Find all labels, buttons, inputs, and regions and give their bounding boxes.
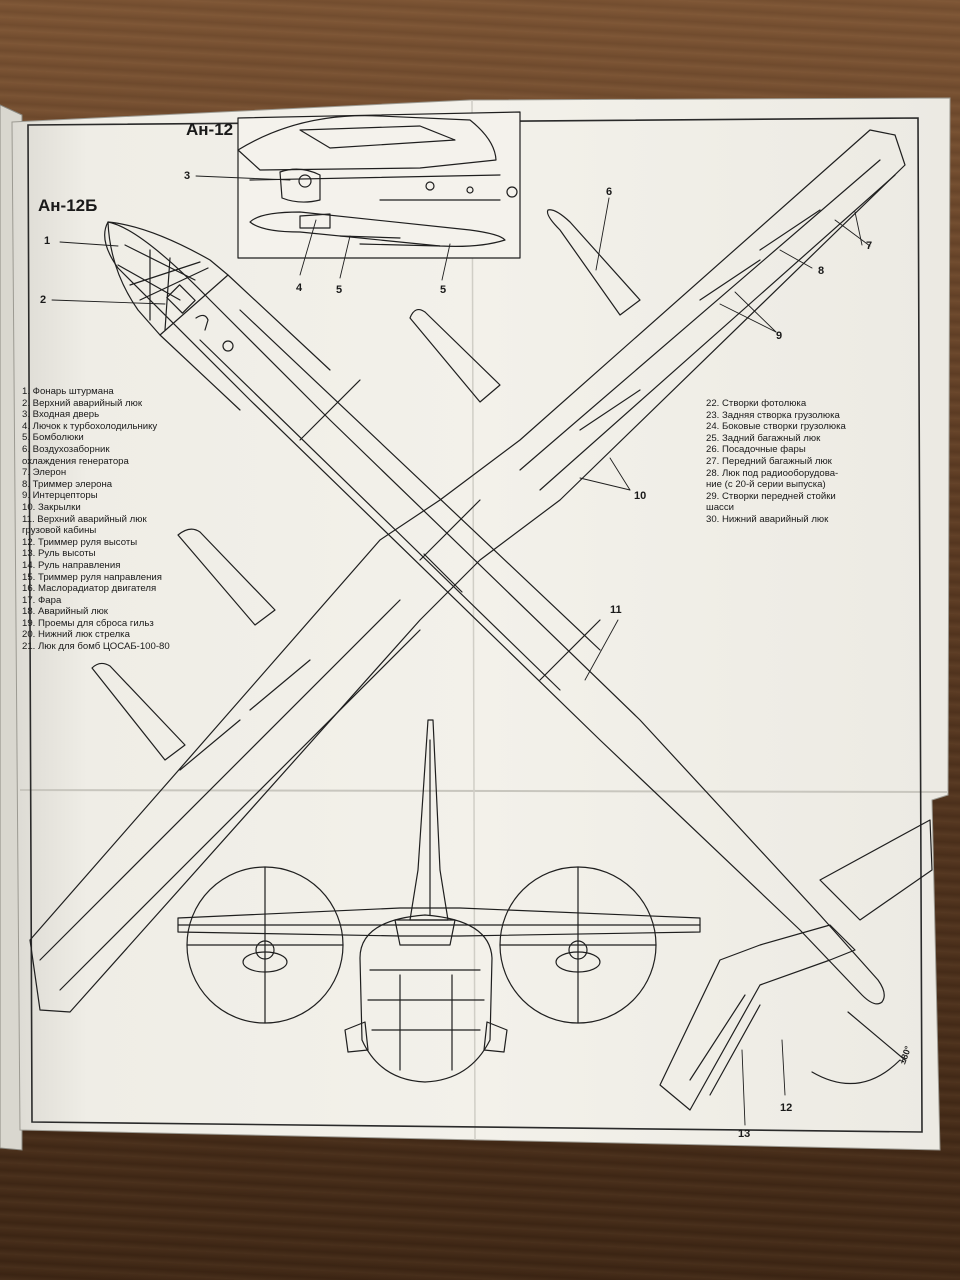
legend-left: 1. Фонарь штурмана 2. Верхний аварийный … xyxy=(22,386,170,653)
an12-inset-view xyxy=(237,111,521,259)
title-an12b: Ан-12Б xyxy=(38,196,98,215)
legend-item: 21. Люк для бомб ЦОСАБ-100-80 xyxy=(22,641,170,653)
legend-item: 9. Интерцепторы xyxy=(22,490,98,502)
legend-item: 3. Входная дверь xyxy=(22,409,100,421)
legend-item: 14. Руль направления xyxy=(22,559,121,571)
legend-item: ние (с 20-й серии выпуска) xyxy=(706,479,826,491)
legend-item: 12. Триммер руля высоты xyxy=(22,536,138,548)
legend-item: 2. Верхний аварийный люк xyxy=(22,397,143,409)
legend-item: 29. Створки передней стойки xyxy=(706,490,836,502)
legend-item: 27. Передний багажный люк xyxy=(706,455,832,467)
legend-right: 22. Створки фотолюка 23. Задняя створка … xyxy=(706,398,846,526)
title-an12: Ан-12 xyxy=(186,120,234,139)
legend-item: 23. Задняя створка грузолюка xyxy=(706,409,840,421)
legend-item: 8. Триммер элерона xyxy=(22,478,113,490)
an12-front-view xyxy=(177,719,701,1083)
angle-line xyxy=(847,1011,906,1061)
legend-item: 30. Нижний аварийный люк xyxy=(706,513,829,525)
legend-item: 26. Посадочные фары xyxy=(706,444,806,456)
legend-item: 20. Нижний люк стрелка xyxy=(22,629,130,641)
callout-11: 11 xyxy=(610,604,622,616)
callout-6: 6 xyxy=(606,186,613,198)
callout-8: 8 xyxy=(818,265,825,277)
callout-5a: 5 xyxy=(336,284,343,296)
legend-item: 24. Боковые створки грузолюка xyxy=(706,421,846,433)
legend-item: 7. Элерон xyxy=(22,467,67,479)
callout-13: 13 xyxy=(738,1128,751,1140)
legend-item: 19. Проемы для сброса гильз xyxy=(22,617,154,629)
legend-item: 1. Фонарь штурмана xyxy=(22,386,114,397)
callout-3: 3 xyxy=(184,170,191,182)
callout-4: 4 xyxy=(296,282,303,294)
callout-9: 9 xyxy=(776,330,783,342)
legend-item: 4. Лючок к турбохолодильнику xyxy=(22,420,158,432)
legend-item: 22. Створки фотолюка xyxy=(706,398,807,409)
legend-item: 11. Верхний аварийный люк xyxy=(22,513,147,525)
legend-item: 25. Задний багажный люк xyxy=(706,432,821,444)
legend-item: 6. Воздухозаборник xyxy=(22,443,110,455)
legend-item: 5. Бомболюки xyxy=(22,432,84,444)
legend-item: 18. Аварийный люк xyxy=(22,606,108,618)
legend-item: 16. Маслорадиатор двигателя xyxy=(22,583,157,595)
paper-fold xyxy=(19,789,949,793)
callout-7: 7 xyxy=(866,240,873,252)
callout-10: 10 xyxy=(634,490,647,502)
paper-center-fold xyxy=(471,99,476,1141)
callout-1: 1 xyxy=(44,235,51,247)
angle-arc xyxy=(811,1059,901,1085)
drawing-frame xyxy=(27,117,923,1133)
legend-item: грузовой кабины xyxy=(22,525,97,537)
callout-2: 2 xyxy=(40,294,47,306)
callout-12: 12 xyxy=(780,1102,793,1114)
callout-5b: 5 xyxy=(440,284,447,296)
legend-item: шасси xyxy=(706,502,734,514)
legend-item: 28. Люк под радиооборудова- xyxy=(706,467,839,479)
legend-item: 10. Закрылки xyxy=(22,501,81,513)
an12b-plan-view xyxy=(29,129,933,1111)
legend-item: 17. Фара xyxy=(22,594,62,606)
callout-leaders xyxy=(51,175,871,1126)
legend-item: охлаждения генератора xyxy=(22,455,129,467)
legend-item: 13. Руль высоты xyxy=(22,548,96,560)
legend-item: 15. Триммер руля направления xyxy=(22,571,162,583)
